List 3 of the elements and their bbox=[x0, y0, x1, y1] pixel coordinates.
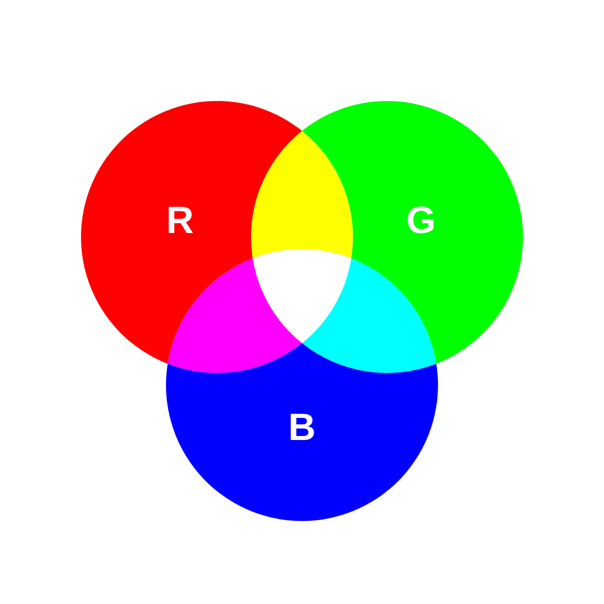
circle-letter: G bbox=[406, 202, 436, 240]
circle-letter: B bbox=[288, 409, 316, 447]
circle-letter: R bbox=[166, 202, 194, 240]
